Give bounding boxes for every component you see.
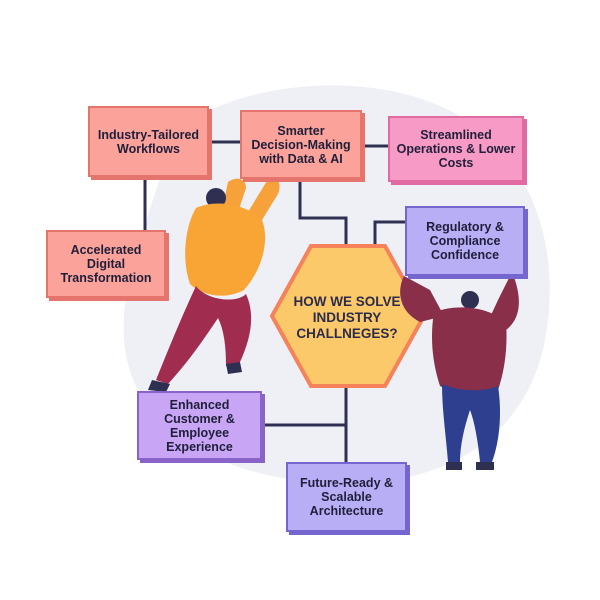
box-label: Regulatory & Compliance Confidence [426,220,504,262]
box-label: Accelerated Digital Transformation [60,243,152,285]
person-left-illustration [148,176,280,392]
box-accelerated-digital-transformation: Accelerated Digital Transformation [46,230,166,298]
box-smarter-decision-making: Smarter Decision-Making with Data & AI [240,110,362,179]
connector-lines [143,140,405,462]
box-enhanced-experience: Enhanced Customer & Employee Experience [137,391,262,460]
box-label: Enhanced Customer & Employee Experience [164,397,235,454]
box-label: Future-Ready & Scalable Architecture [299,476,394,518]
center-hexagon [269,244,427,388]
connector-line [298,179,348,248]
box-label: Smarter Decision-Making with Data & AI [251,123,351,166]
box-industry-tailored-workflows: Industry-Tailored Workflows [88,106,209,177]
center-title: HOW WE SOLVE INDUSTRY CHALLNEGES? [293,294,401,341]
box-future-ready-architecture: Future-Ready & Scalable Architecture [286,462,407,532]
box-label: Streamlined Operations & Lower Costs [396,128,516,170]
box-regulatory-compliance: Regulatory & Compliance Confidence [405,206,525,276]
box-label: Industry-Tailored Workflows [97,127,200,156]
box-streamlined-operations: Streamlined Operations & Lower Costs [388,116,524,182]
person-right-illustration [400,272,519,470]
connector-line [373,220,405,248]
